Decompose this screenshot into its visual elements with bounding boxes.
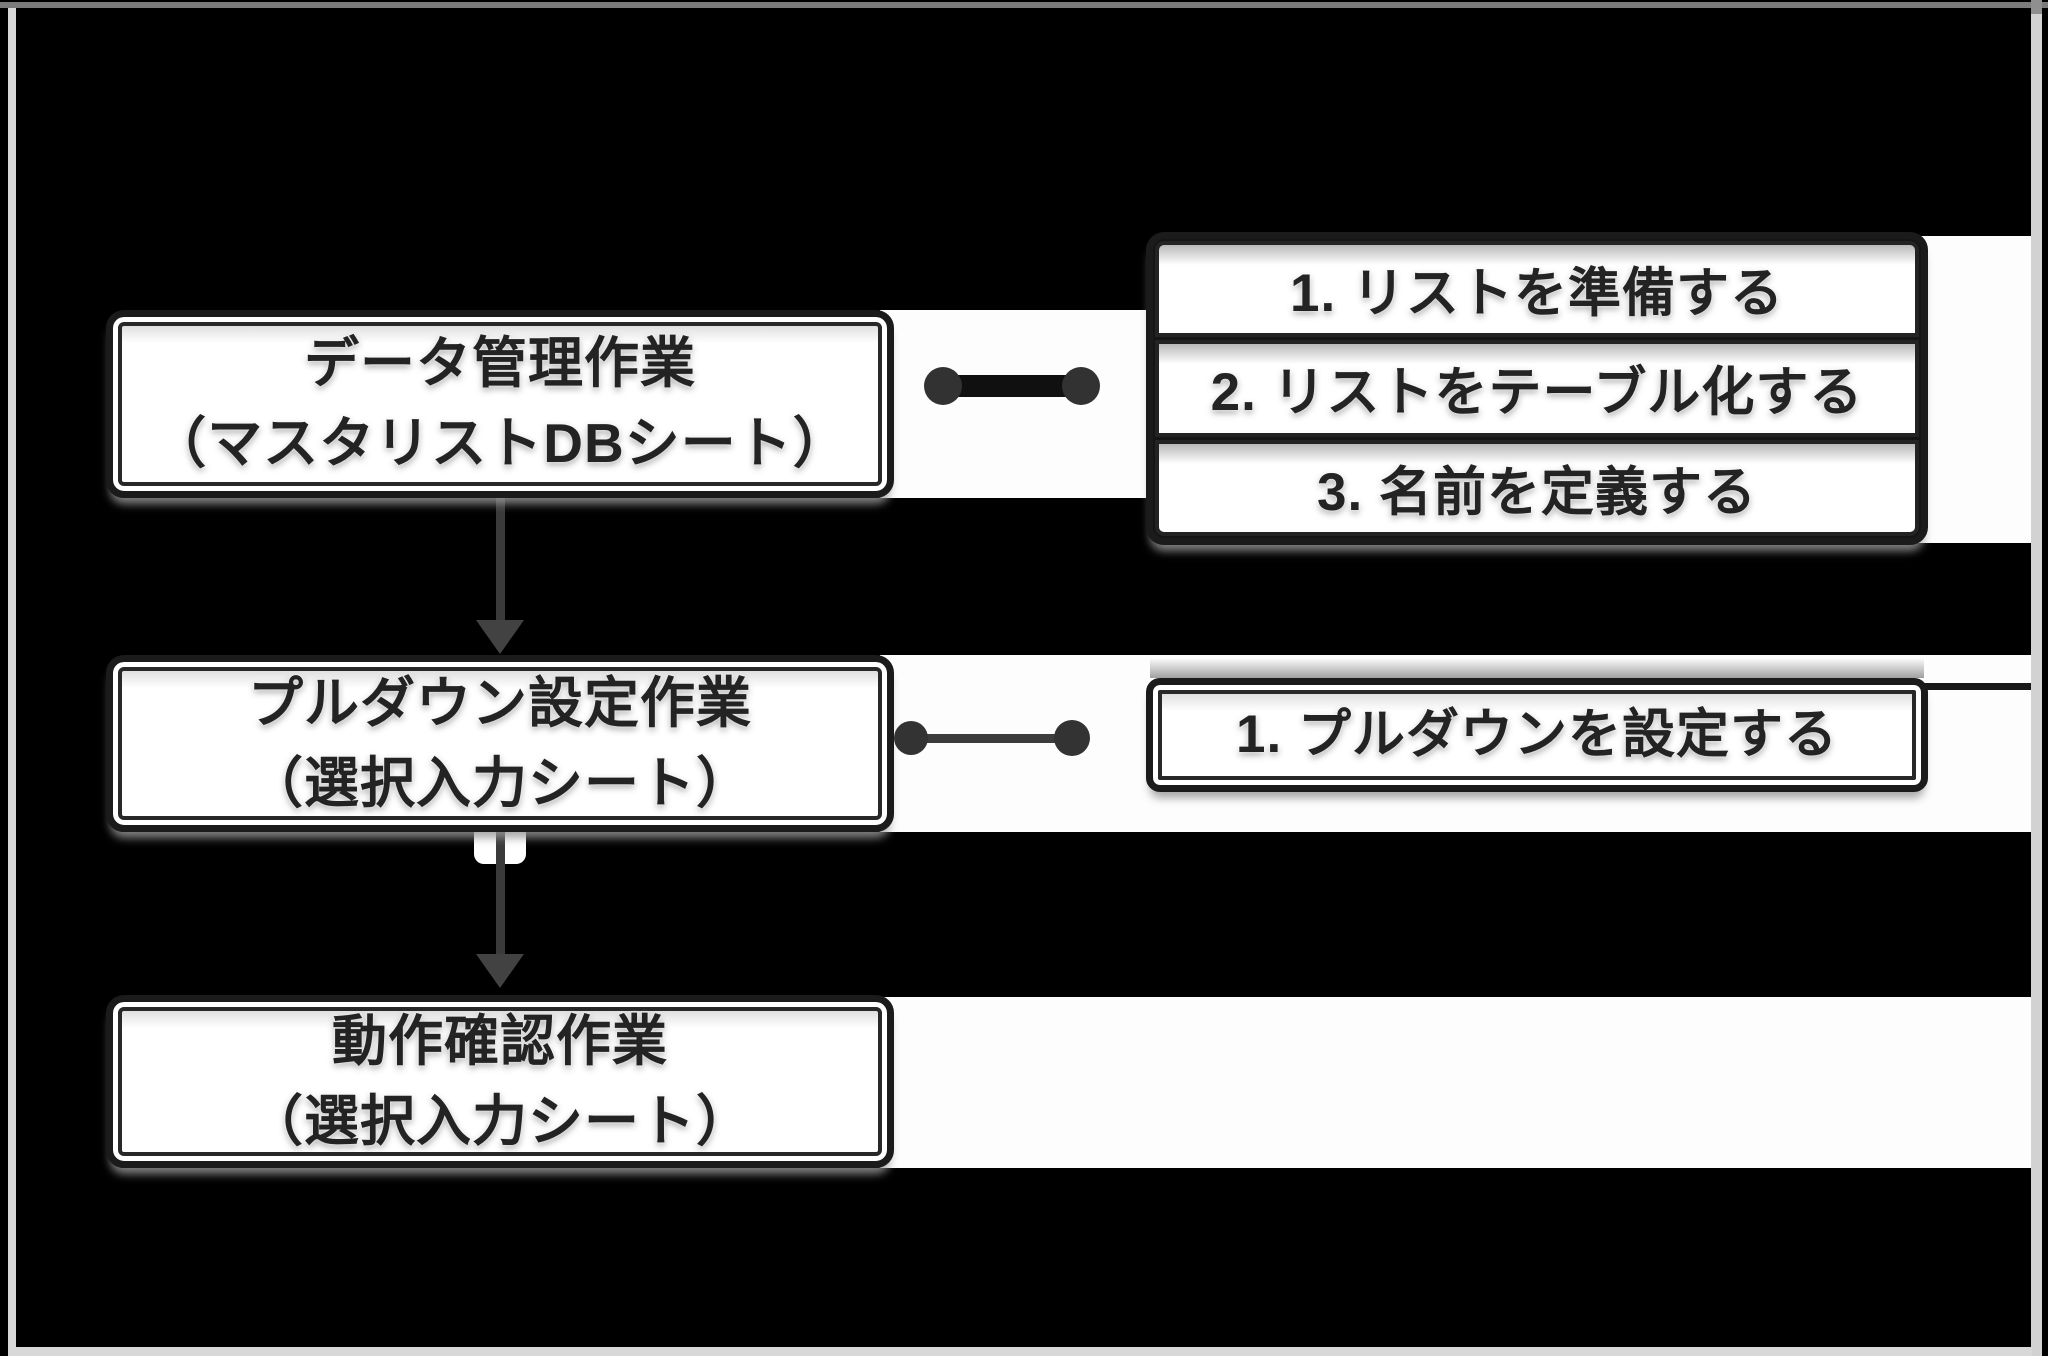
- frame-right-bar: [2031, 14, 2042, 1356]
- connector-row1: [924, 367, 1100, 405]
- task-box-subtitle: （選択入力シート）: [247, 751, 752, 814]
- frame-bottom-bar: [8, 1347, 2032, 1356]
- task-box-operation-check: 動作確認作業 （選択入力シート）: [106, 995, 894, 1168]
- step-item: 1. プルダウンを設定する: [1236, 704, 1838, 764]
- connector-dot-icon: [894, 721, 928, 755]
- task-box-title: プルダウン設定作業: [247, 671, 752, 734]
- connector-row2: [894, 718, 1092, 758]
- step-item: 2. リストをテーブル化する: [1155, 340, 1919, 437]
- connector-line-icon: [908, 734, 1078, 743]
- task-box-subtitle: （マスタリストDBシート）: [151, 412, 849, 474]
- connector-dot-icon: [1054, 720, 1090, 756]
- frame-left-bar: [8, 8, 16, 1348]
- arrow-down-icon: [476, 620, 524, 654]
- step-list-pulldown: 1. プルダウンを設定する: [1146, 678, 1928, 792]
- arrow-down-icon: [476, 954, 524, 988]
- white-band-row1-middle: [880, 310, 1150, 498]
- task-box-data-management: データ管理作業 （マスタリストDBシート）: [106, 310, 894, 498]
- band-divider-line: [1924, 683, 2032, 690]
- step-list-data-management: 1. リストを準備する 2. リストをテーブル化する 3. 名前を定義する: [1146, 232, 1928, 545]
- connector-dot-icon: [1062, 367, 1100, 405]
- task-box-subtitle: （選択入力シート）: [247, 1089, 752, 1152]
- white-band-row3: [880, 997, 2032, 1168]
- step-item: 1. リストを準備する: [1155, 241, 1919, 338]
- task-box-title: データ管理作業: [303, 332, 696, 395]
- connector-down-1: [496, 498, 505, 624]
- task-box-title: 動作確認作業: [331, 1009, 668, 1072]
- task-box-pulldown-setup: プルダウン設定作業 （選択入力シート）: [106, 655, 894, 832]
- connector-dot-icon: [924, 367, 962, 405]
- frame-right-cap: [2031, 0, 2042, 14]
- connector-bar-icon: [936, 375, 1088, 397]
- frame-top-bar: [0, 2, 2048, 8]
- step-box-top-shadow: [1150, 658, 1924, 678]
- step-item: 3. 名前を定義する: [1155, 439, 1919, 536]
- connector-down-2: [496, 832, 505, 958]
